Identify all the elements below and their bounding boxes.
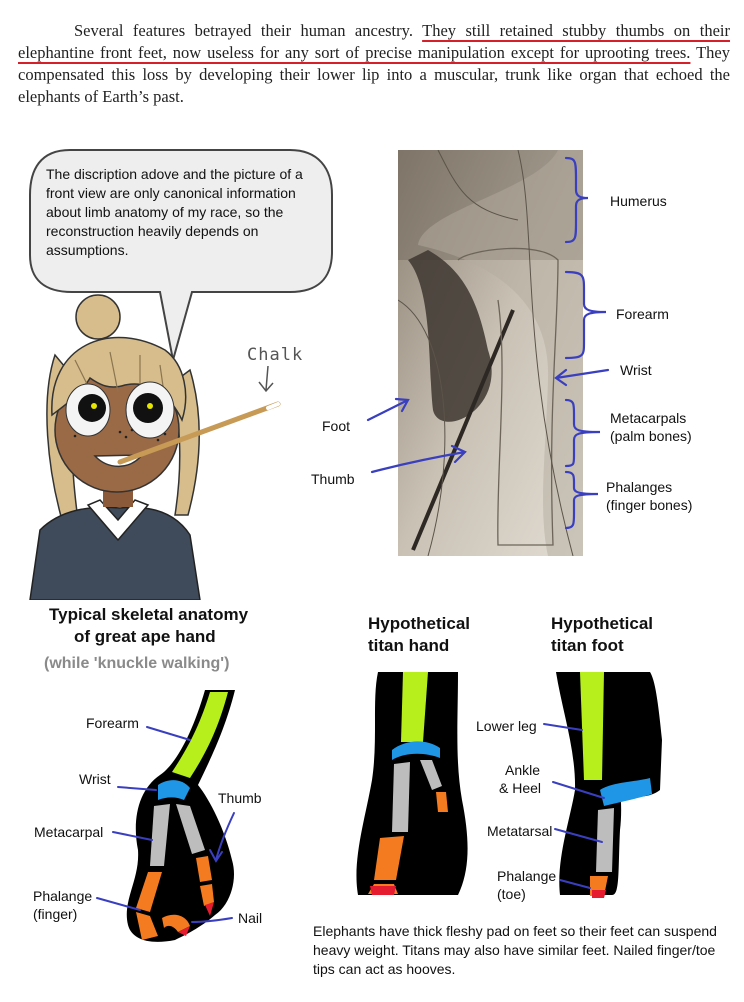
foot-label-phalange: Phalange <box>497 868 557 884</box>
ape-label-wrist: Wrist <box>79 771 111 787</box>
phalanges-bracket <box>564 470 599 530</box>
intro-lead: Several features betrayed their human an… <box>74 21 423 40</box>
label-phalanges: Phalanges <box>606 479 673 495</box>
speech-bubble <box>29 149 333 361</box>
ape-label-thumb: Thumb <box>218 790 262 806</box>
chalk-label: Chalk <box>247 345 304 365</box>
label-phalanges-sub: (finger bones) <box>606 497 693 513</box>
titan-foot-ankle-bone <box>600 778 652 806</box>
wrist-arrow <box>554 368 610 387</box>
chalk-arrow <box>258 365 274 393</box>
ape-subtitle: (while 'knuckle walking') <box>44 655 230 672</box>
titan-foot-lowerleg-bone <box>580 672 604 780</box>
titan-hand-wrist-bone <box>392 741 440 760</box>
titan-foot-title-line2: titan foot <box>551 636 624 655</box>
titan-hand-metacarpal-bone <box>392 762 410 832</box>
ape-label-forearm: Forearm <box>86 715 139 731</box>
titan-foot-title-line1: Hypothetical <box>551 614 654 633</box>
ape-label-phalange-sub: (finger) <box>33 906 78 922</box>
ape-label-metacarpal: Metacarpal <box>34 824 104 840</box>
speech-bubble-text: The discription adove and the picture of… <box>46 166 303 258</box>
foot-label-ankle: Ankle <box>505 762 541 778</box>
ape-label-phalange: Phalange <box>33 888 93 904</box>
label-humerus: Humerus <box>610 193 667 209</box>
foot-label-phalange-sub: (toe) <box>497 886 526 902</box>
titan-hand-forearm-bone <box>401 672 428 742</box>
ape-hand-diagram <box>96 690 235 942</box>
label-forearm: Forearm <box>616 306 669 322</box>
titan-hand-title-line1: Hypothetical <box>368 614 471 633</box>
humerus-bracket <box>564 156 589 244</box>
girl-character <box>29 294 281 600</box>
ape-label-nail: Nail <box>238 910 263 926</box>
ape-forearm-bone <box>172 692 228 778</box>
foot-label-lowerleg: Lower leg <box>476 718 537 734</box>
ape-nail <box>205 902 214 916</box>
ape-phalange-bone <box>136 872 162 912</box>
intro-paragraph: Several features betrayed their human an… <box>18 20 730 108</box>
ape-metacarpal-bone <box>150 804 170 866</box>
titan-hand-diagram <box>356 672 468 895</box>
ape-title-line2: of great ape hand <box>74 627 216 646</box>
label-wrist: Wrist <box>620 362 652 378</box>
titan-foot-metatarsal-bone <box>596 808 614 872</box>
ape-wrist-bone <box>158 780 190 800</box>
metacarpals-bracket <box>564 398 601 468</box>
footnote-text: Elephants have thick fleshy pad on feet … <box>313 923 717 977</box>
intro-highlight: They still retained stubby thumbs on the… <box>18 21 730 62</box>
foot-label-heel: & Heel <box>499 780 542 796</box>
label-foot: Foot <box>322 418 351 434</box>
titan-hand-title-line2: titan hand <box>368 636 450 655</box>
foot-arrow <box>366 397 410 422</box>
cartoon-illustration <box>29 149 333 600</box>
foot-label-metatarsal: Metatarsal <box>487 823 553 839</box>
titan-hand-nail <box>370 886 396 895</box>
limb-sketch-photo <box>398 150 583 556</box>
thumb-arrow <box>370 444 467 474</box>
titan-foot-nail <box>592 890 606 898</box>
intro-tail: They compensated this loss by developing… <box>18 43 730 106</box>
label-thumb: Thumb <box>311 471 355 487</box>
photo-annotation-marks <box>366 156 610 530</box>
label-metacarpals-sub: (palm bones) <box>610 428 692 444</box>
ape-title-line1: Typical skeletal anatomy <box>49 605 249 624</box>
titan-foot-diagram <box>543 672 662 898</box>
label-metacarpals: Metacarpals <box>610 410 687 426</box>
forearm-bracket <box>564 270 607 360</box>
